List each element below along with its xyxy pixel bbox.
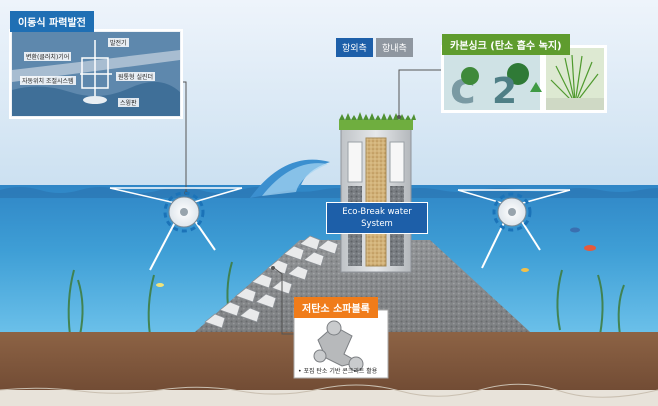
wave-power-title: 이동식 파력발전: [10, 11, 94, 32]
low-carbon-block-inset: [293, 309, 389, 379]
bedrock: [0, 390, 658, 406]
label-transmission: 변환(클러치)기어: [24, 52, 72, 61]
label-cylinder: 원통형 실린더: [116, 72, 156, 81]
carbon-sink-inset: c 2: [441, 45, 607, 114]
low-carbon-block-title: 저탄소 소파블록: [294, 297, 378, 318]
seaward-label: 항외측: [336, 38, 373, 57]
label-auto-position: 자동위치 조절시스템: [20, 76, 76, 85]
fish: [156, 227, 596, 287]
grass-top: [339, 120, 413, 130]
callout-lines: [182, 69, 450, 335]
wave-power-inset: [9, 29, 183, 119]
turbine-left: [109, 187, 243, 271]
armor-blocks: [204, 235, 339, 329]
label-generator: 발전기: [108, 38, 129, 47]
carbon-sink-title: 카본싱크 (탄소 흡수 녹지): [442, 34, 570, 55]
label-float: 스윙판: [118, 98, 139, 107]
svg-text:2: 2: [492, 71, 517, 112]
turbine-right: [457, 189, 571, 269]
eco-breakwater-label: Eco-Break water System: [326, 202, 428, 234]
eco-label-line1: Eco-Break water: [342, 207, 412, 217]
low-carbon-note: • 포집 탄소 기반 콘크리트 활용: [298, 368, 378, 375]
landward-label: 항내측: [376, 38, 413, 57]
eco-label-line2: System: [361, 219, 393, 229]
